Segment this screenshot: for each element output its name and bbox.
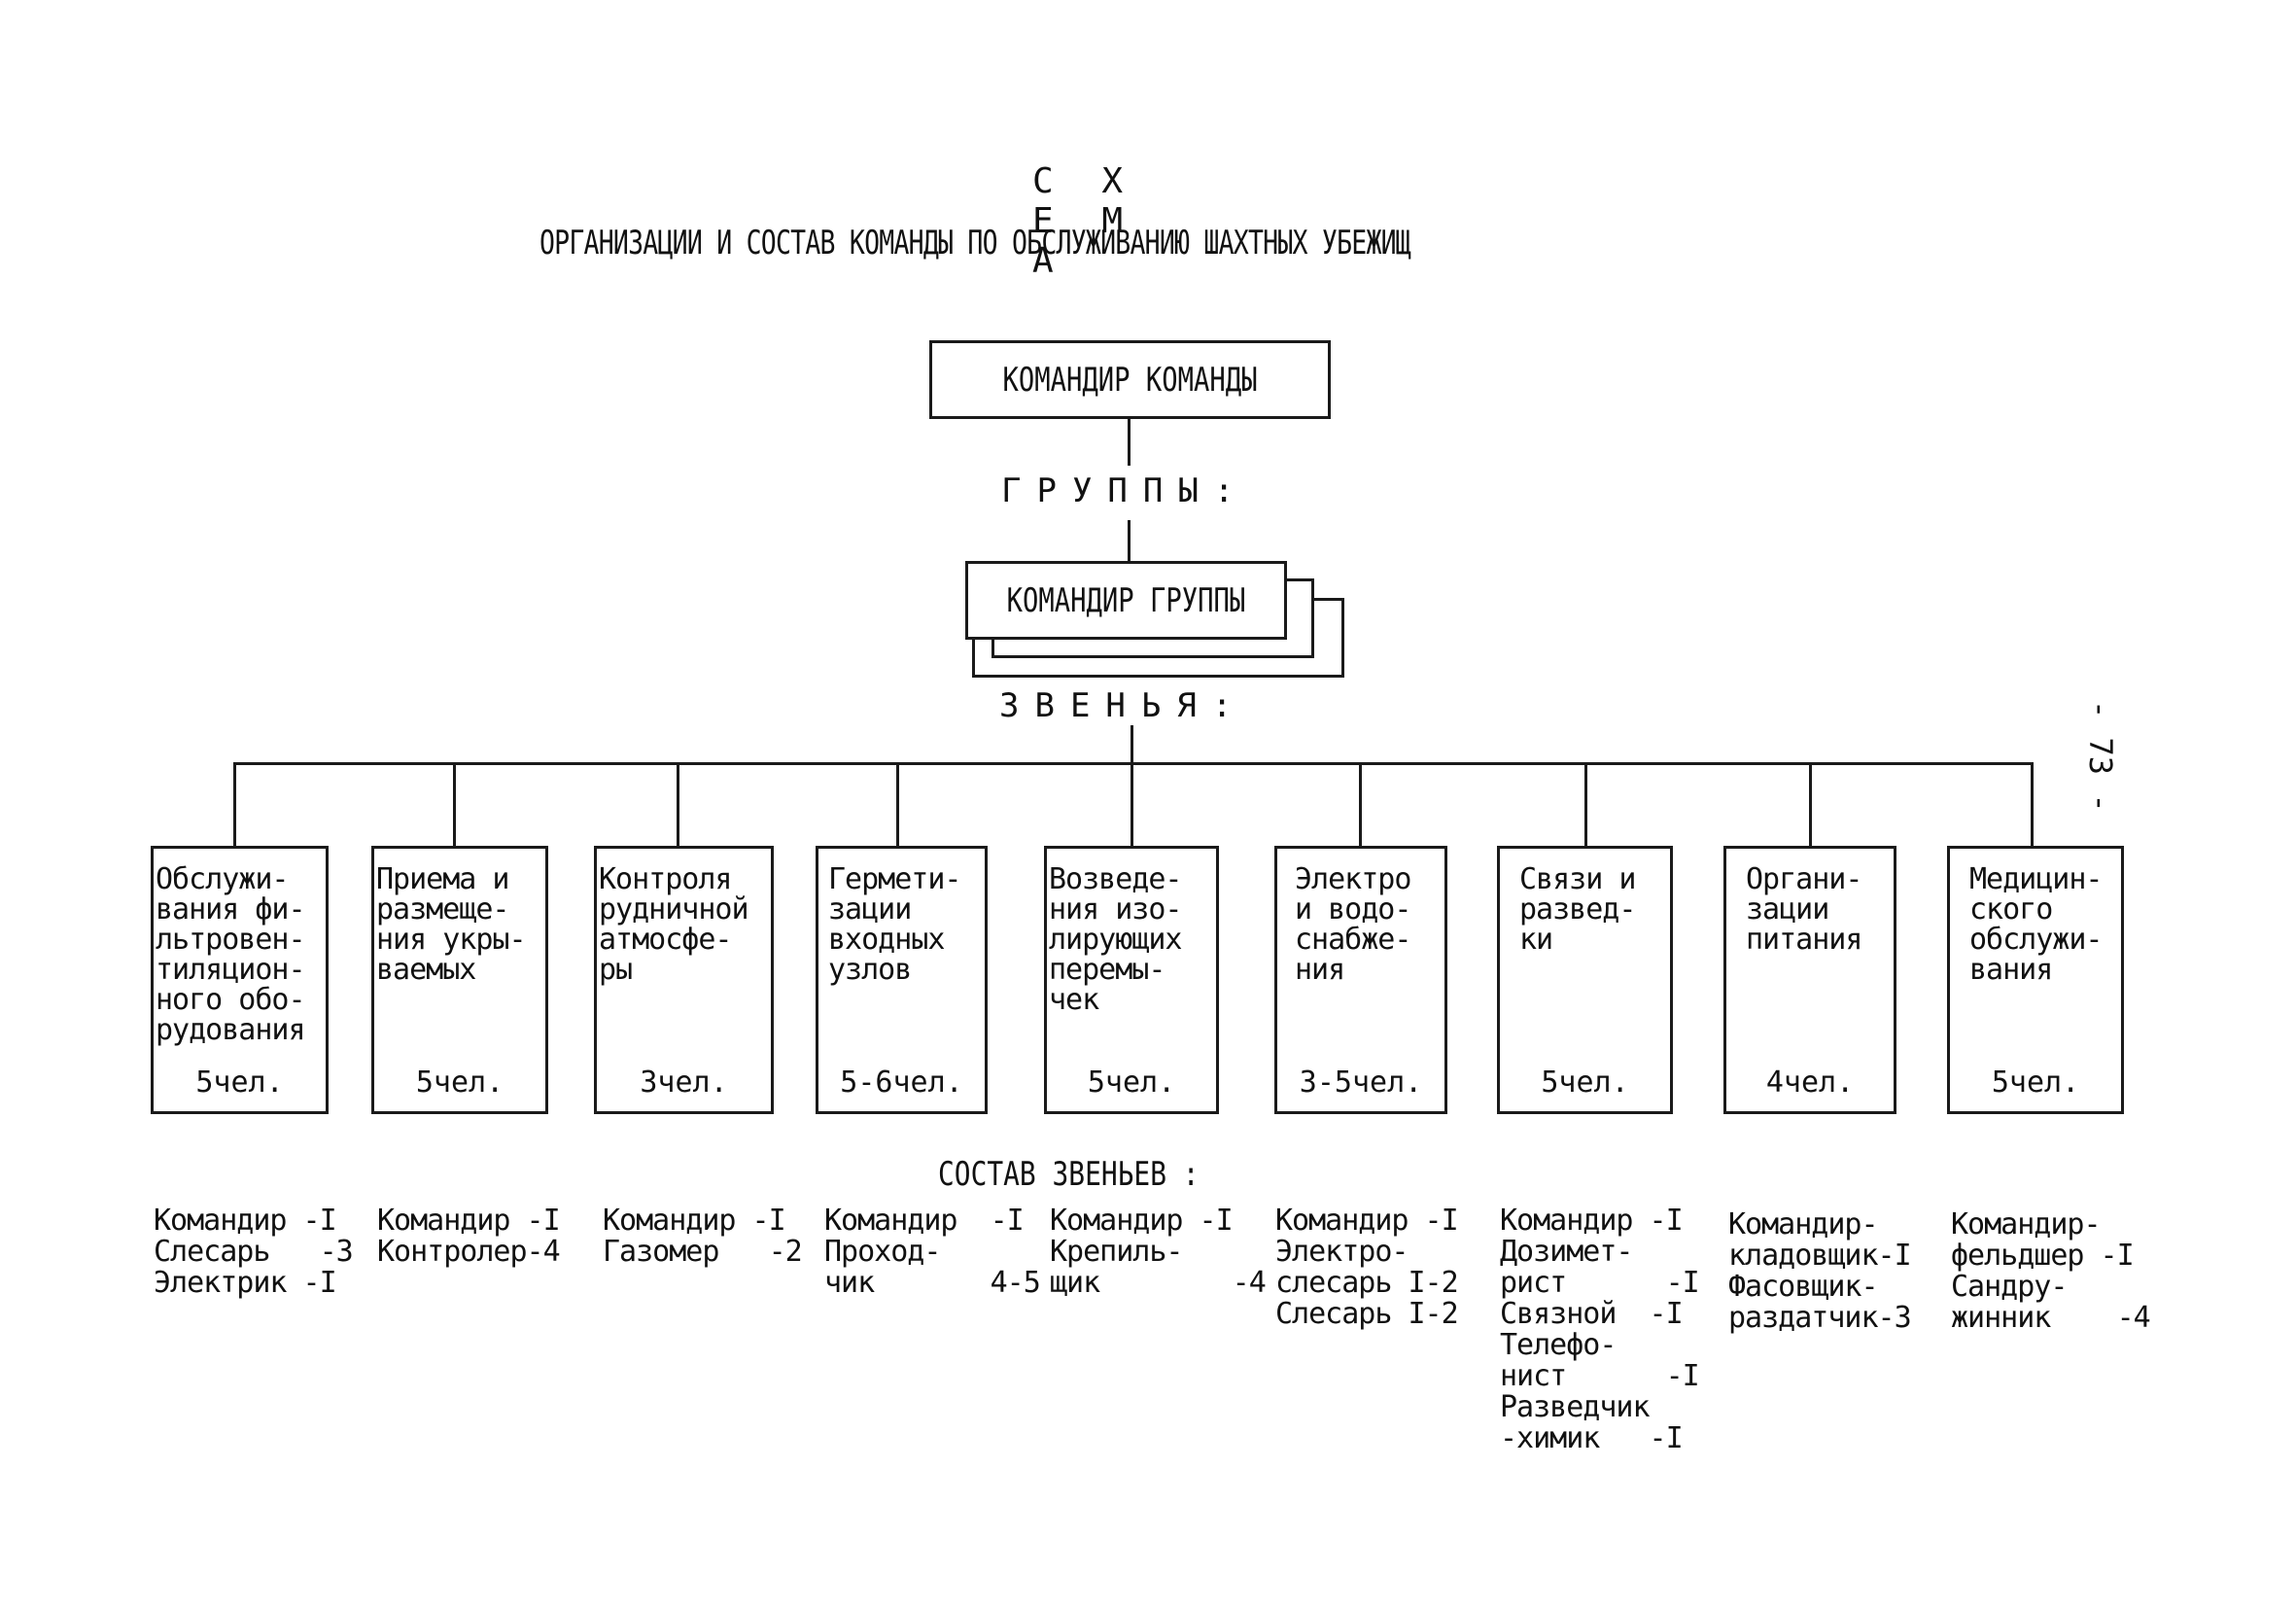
drop-unit-6 [1359,762,1362,846]
team-commander-box: КОМАНДИР КОМАНДЫ [929,340,1331,419]
drop-unit-5 [1131,762,1133,846]
unit-name: Возведе- ния изо- лирующих перемы- чек [1049,862,1183,1017]
composition-unit-1: Командир -I Слесарь -3 Электрик -I [154,1204,354,1300]
composition-unit-7: Командир -I Дозимет- рист -I Связной -I … [1500,1204,1700,1455]
unit-name: Обслужи- вания фи- льтровен- тиляцион- н… [156,862,306,1047]
composition-unit-2: Командир -I Контролер-4 [377,1204,561,1269]
groups-label: ГРУППЫ: [1001,472,1250,510]
connector-commander-groups [1128,419,1131,466]
unit-size: 3-5чел. [1299,1066,1423,1100]
drop-unit-8 [1809,762,1812,846]
group-commander-label: КОМАНДИР ГРУППЫ [1006,580,1246,620]
unit-size: 3чел. [640,1066,728,1100]
composition-unit-5: Командир -I Крепиль- щик -4 [1050,1204,1267,1300]
unit-size: 5чел. [415,1066,504,1100]
unit-name: Медицин- ского обслужи- вания [1969,862,2104,987]
drop-unit-3 [677,762,679,846]
unit-name: Электро и водо- снабже- ния [1295,862,1411,987]
composition-unit-8: Командир- кладовщик-I Фасовщик- раздатчи… [1728,1207,1912,1335]
unit-size: 5-6чел. [840,1066,963,1100]
composition-unit-9: Командир- фельдшер -I Сандру- жинник -4 [1951,1207,2151,1335]
composition-unit-6: Командир -I Электро- слесарь I-2 Слесарь… [1275,1204,1459,1331]
drop-unit-4 [896,762,899,846]
drop-unit-9 [2031,762,2034,846]
unit-size: 5чел. [1087,1066,1176,1100]
connector-groups-box [1128,520,1131,561]
unit-box: Медицин- ского обслужи- вания 5чел. [1947,846,2124,1114]
drop-unit-2 [453,762,456,846]
unit-size: 5чел. [1991,1066,2080,1100]
drop-unit-1 [233,762,236,846]
group-commander-box: КОМАНДИР ГРУППЫ [965,561,1287,640]
composition-title: СОСТАВ ЗВЕНЬЕВ : [938,1155,1200,1194]
unit-name: Гермети- зации входных узлов [828,862,962,987]
unit-name: Контроля рудничной атмосфе- ры [599,862,749,987]
unit-box: Контроля рудничной атмосфе- ры 3чел. [594,846,774,1114]
unit-name: Связи и развед- ки [1519,862,1636,957]
unit-size: 4чел. [1765,1066,1855,1100]
links-bus-line [233,762,2034,765]
diagram-title: С Х Е М А [1032,161,1137,281]
unit-box: Органи- зации питания 4чел. [1723,846,1896,1114]
diagram-subtitle: ОРГАНИЗАЦИИ И СОСТАВ КОМАНДЫ ПО ОБСЛУЖИВ… [539,224,1411,262]
links-label: ЗВЕНЬЯ: [999,686,1248,725]
composition-unit-4: Командир -I Проход- чик 4-5 [824,1204,1041,1300]
unit-name: Приема и размеще- ния укры- ваемых [376,862,527,987]
unit-box: Связи и развед- ки 5чел. [1497,846,1673,1114]
unit-size: 5чел. [195,1066,284,1100]
unit-box: Обслужи- вания фи- льтровен- тиляцион- н… [151,846,329,1114]
drop-unit-7 [1584,762,1587,846]
unit-box: Гермети- зации входных узлов 5-6чел. [816,846,988,1114]
unit-size: 5чел. [1541,1066,1629,1100]
page-number: - 73 - [2082,700,2119,813]
connector-links-bus [1131,725,1133,764]
unit-box: Приема и размеще- ния укры- ваемых 5чел. [371,846,548,1114]
unit-box: Электро и водо- снабже- ния 3-5чел. [1274,846,1447,1114]
unit-name: Органи- зации питания [1746,862,1862,957]
team-commander-label: КОМАНДИР КОМАНДЫ [1002,360,1258,400]
unit-box: Возведе- ния изо- лирующих перемы- чек 5… [1044,846,1219,1114]
composition-unit-3: Командир -I Газомер -2 [603,1204,803,1269]
